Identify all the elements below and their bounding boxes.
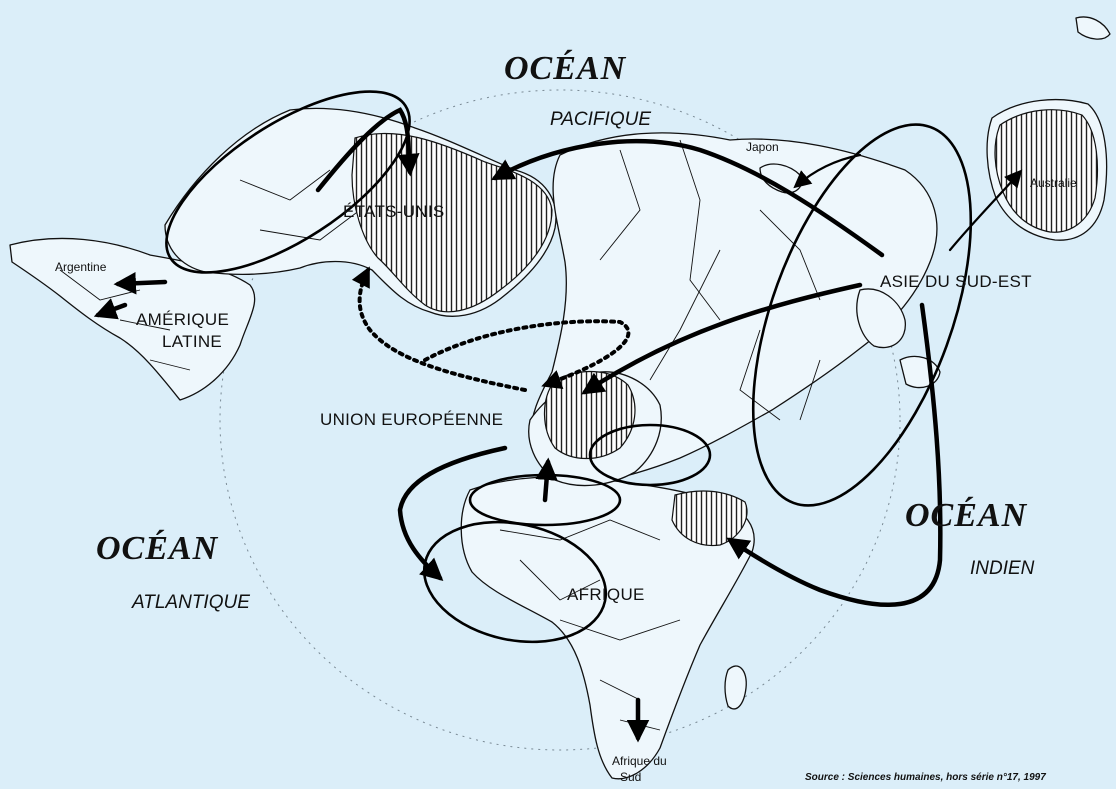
country-australia-label: Australie [1030, 176, 1077, 190]
region-se-asia-label: ASIE DU SUD-EST [880, 272, 1032, 292]
ocean-indian-title: OCÉAN [905, 497, 1027, 535]
landmass-indonesia [900, 356, 940, 387]
region-latin-america-line2: LATINE [162, 332, 222, 352]
landmass-nz [1076, 17, 1110, 39]
ocean-pacific-sub: PACIFIQUE [550, 109, 651, 131]
ocean-indian-sub: INDIEN [970, 558, 1034, 580]
arrow-to-argentina [118, 282, 165, 284]
source-note: Source : Sciences humaines, hors série n… [805, 772, 1046, 783]
region-africa-label: AFRIQUE [567, 585, 645, 605]
ocean-pacific-title: OCÉAN [504, 50, 626, 88]
hatch-usa [352, 133, 552, 311]
country-south-africa-line2: Sud [620, 770, 641, 784]
ocean-atlantic-sub: ATLANTIQUE [132, 592, 250, 614]
country-japan-label: Japon [746, 140, 779, 154]
landmass-madagascar [725, 666, 746, 709]
region-latin-america-line1: AMÉRIQUE [136, 310, 229, 330]
country-argentina-label: Argentine [55, 260, 106, 274]
hatch-europe [544, 372, 634, 459]
region-usa-label: ÉTATS-UNIS [343, 202, 445, 222]
region-eu-label: UNION EUROPÉENNE [320, 410, 503, 430]
ocean-atlantic-title: OCÉAN [96, 530, 218, 568]
country-south-africa-line1: Afrique du [612, 754, 667, 768]
arrow-africa-to-eu [545, 462, 548, 500]
